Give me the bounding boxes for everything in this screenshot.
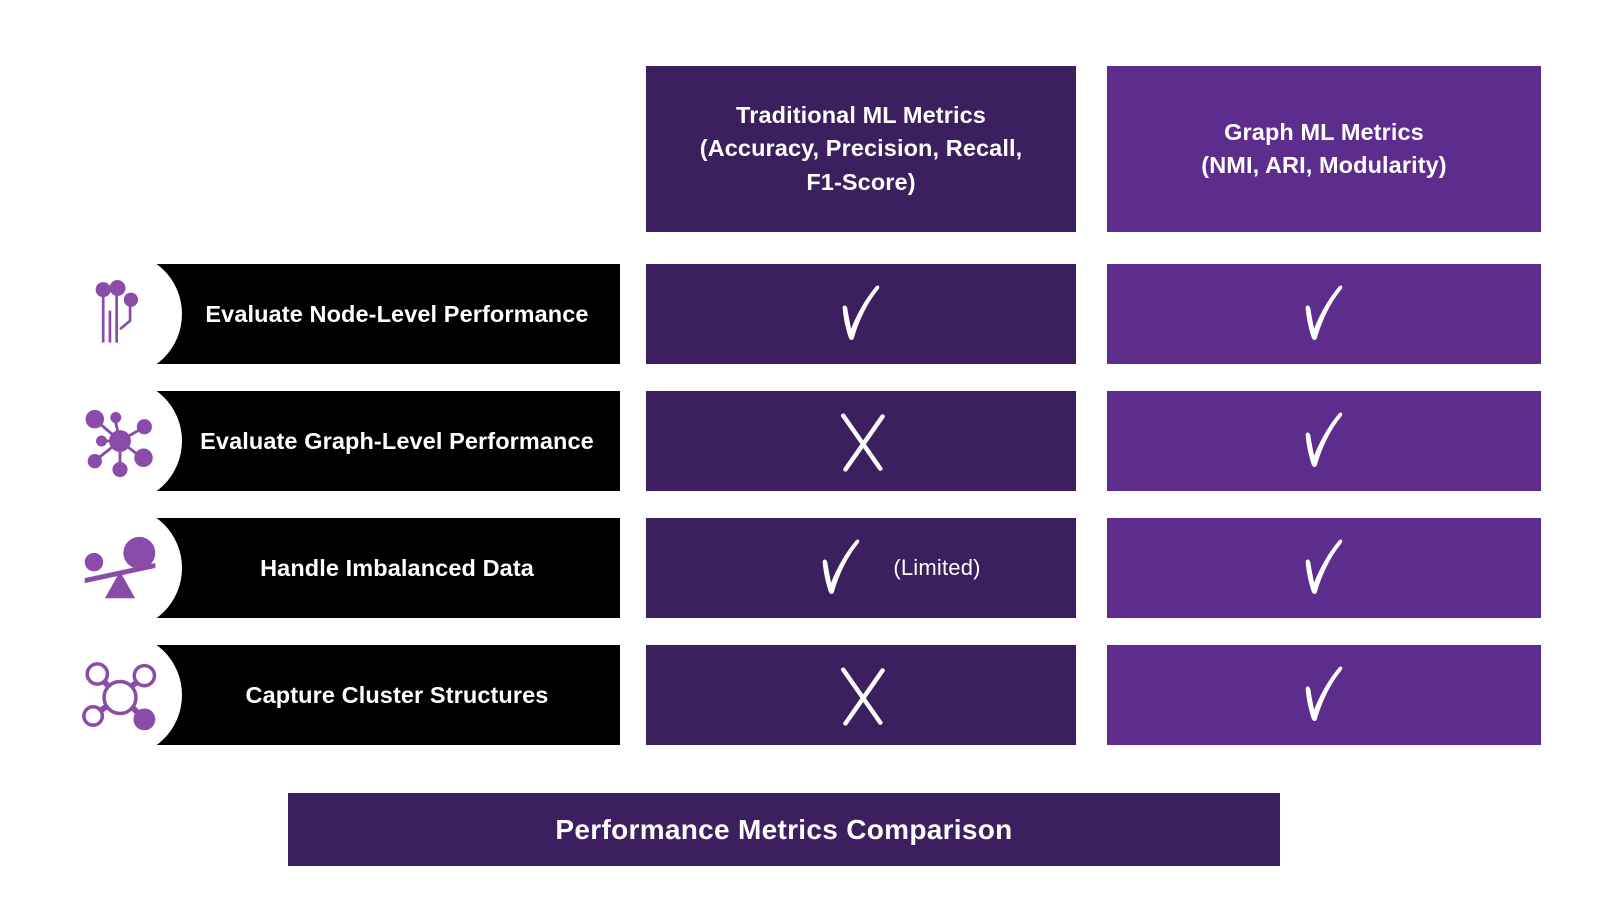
row-label-text: Handle Imbalanced Data bbox=[260, 554, 534, 581]
comparison-row: Handle Imbalanced Data (Limited) bbox=[0, 506, 1600, 630]
cell-graph bbox=[1107, 645, 1541, 745]
cell-traditional: (Limited) bbox=[646, 518, 1076, 618]
cross-icon bbox=[840, 667, 885, 726]
row-label-text: Evaluate Graph-Level Performance bbox=[200, 427, 594, 454]
row-label-bar: Evaluate Node-Level Performance bbox=[100, 264, 620, 364]
network-graph-icon bbox=[58, 379, 182, 503]
row-label-bar: Handle Imbalanced Data bbox=[100, 518, 620, 618]
column-header-traditional-line1: Traditional ML Metrics bbox=[736, 101, 986, 128]
cross-icon bbox=[840, 413, 885, 472]
cell-graph bbox=[1107, 264, 1541, 364]
neural-nodes-icon bbox=[58, 252, 182, 376]
column-header-graph-label: Graph ML Metrics (NMI, ARI, Modularity) bbox=[1201, 116, 1446, 183]
row-label-bar: Capture Cluster Structures bbox=[100, 645, 620, 745]
cell-graph bbox=[1107, 518, 1541, 618]
footer-title-banner: Performance Metrics Comparison bbox=[288, 793, 1280, 866]
check-icon bbox=[1305, 666, 1343, 722]
column-header-traditional-label: Traditional ML Metrics (Accuracy, Precis… bbox=[700, 99, 1022, 199]
comparison-row: Evaluate Graph-Level Performance bbox=[0, 379, 1600, 503]
column-header-traditional-line3: F1-Score) bbox=[806, 168, 916, 195]
check-icon bbox=[1305, 412, 1343, 468]
column-header-graph-line2: (NMI, ARI, Modularity) bbox=[1201, 152, 1447, 178]
column-header-traditional-ml-metrics: Traditional ML Metrics (Accuracy, Precis… bbox=[646, 66, 1076, 232]
cell-traditional bbox=[646, 391, 1076, 491]
row-label-text: Capture Cluster Structures bbox=[245, 681, 549, 708]
column-header-graph-line1: Graph ML Metrics bbox=[1224, 118, 1424, 145]
cell-traditional bbox=[646, 264, 1076, 364]
cell-graph bbox=[1107, 391, 1541, 491]
row-label-bar: Evaluate Graph-Level Performance bbox=[100, 391, 620, 491]
check-icon bbox=[822, 539, 860, 595]
balance-scale-icon bbox=[58, 506, 182, 630]
cell-note-limited: (Limited) bbox=[893, 555, 981, 580]
check-icon bbox=[842, 285, 880, 341]
column-header-traditional-line2: (Accuracy, Precision, Recall, bbox=[699, 135, 1023, 162]
check-icon bbox=[1305, 285, 1343, 341]
column-header-graph-ml-metrics: Graph ML Metrics (NMI, ARI, Modularity) bbox=[1107, 66, 1541, 232]
footer-title-text: Performance Metrics Comparison bbox=[555, 813, 1013, 845]
comparison-row: Evaluate Node-Level Performance bbox=[0, 252, 1600, 376]
cluster-nodes-icon bbox=[58, 633, 182, 757]
cell-traditional bbox=[646, 645, 1076, 745]
row-label-text: Evaluate Node-Level Performance bbox=[205, 300, 589, 327]
comparison-row: Capture Cluster Structures bbox=[0, 633, 1600, 757]
check-icon bbox=[1305, 539, 1343, 595]
